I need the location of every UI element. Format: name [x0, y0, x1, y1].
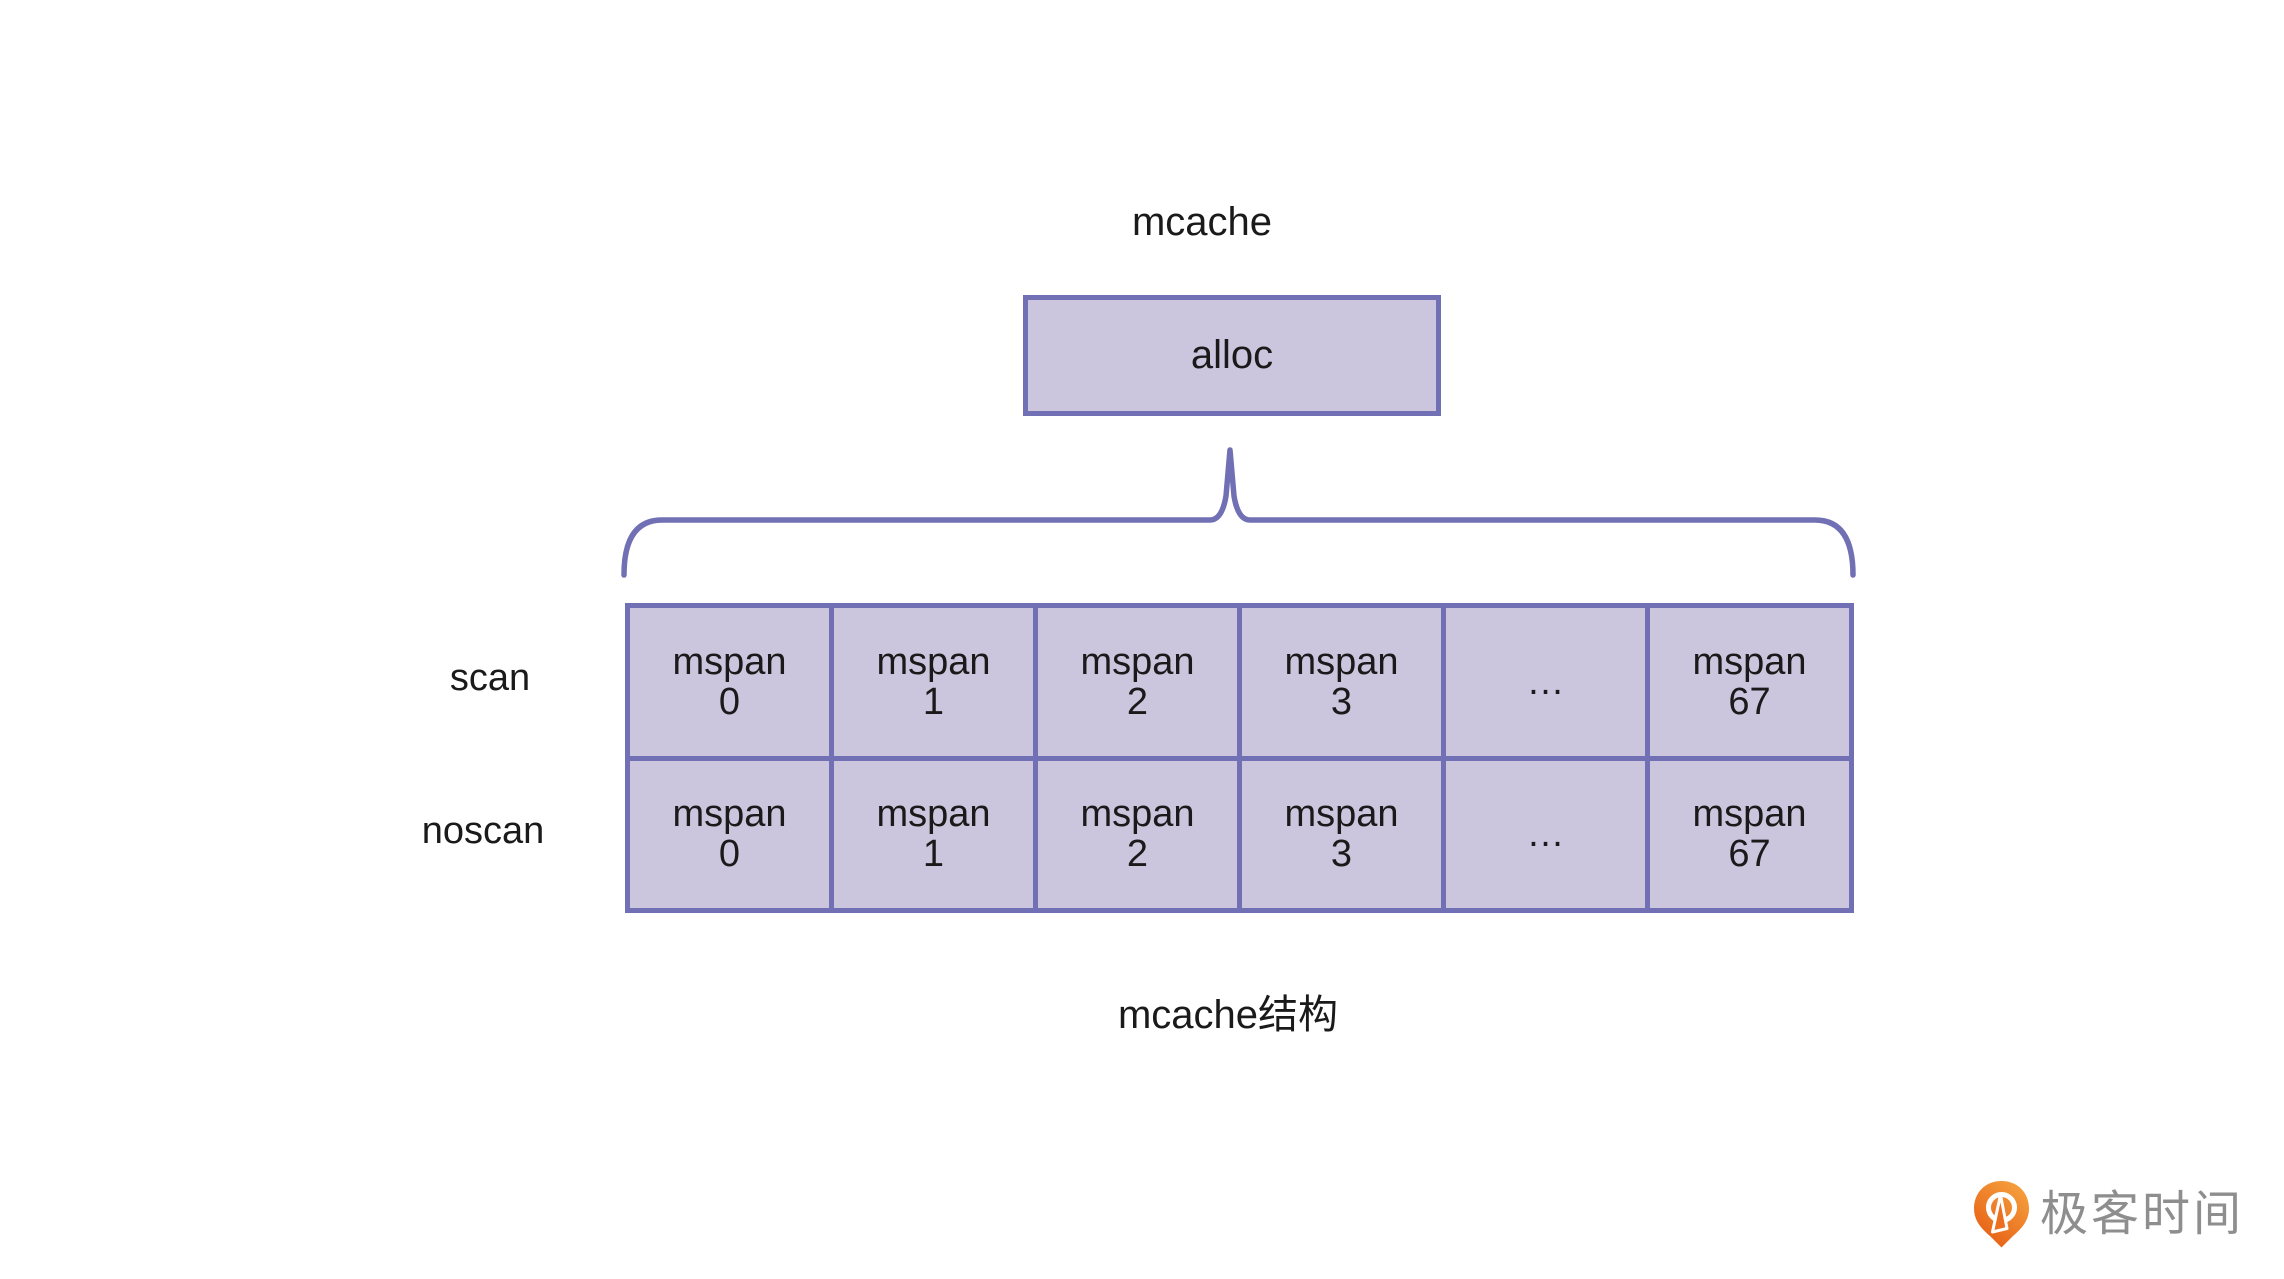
table-cell-scan-mspan0: mspan 0: [630, 608, 829, 756]
cell-line2: 3: [1330, 833, 1353, 876]
cell-line1: mspan: [876, 640, 991, 683]
cell-line1: mspan: [1284, 793, 1399, 836]
table-cell-noscan-mspan67: mspan 67: [1650, 760, 1849, 908]
diagram-title: mcache: [1131, 200, 1273, 244]
row-label-noscan: noscan: [421, 810, 545, 852]
cell-line2: 2: [1126, 833, 1149, 876]
cell-line1: mspan: [1284, 640, 1399, 683]
cell-line2: 67: [1728, 833, 1771, 876]
table-cell-scan-ellipsis: …: [1446, 608, 1645, 756]
cell-line1: mspan: [1692, 640, 1807, 683]
geektime-logo-text: 极客时间: [2040, 1188, 2245, 1241]
cell-line1: mspan: [1080, 793, 1195, 836]
cell-line2: 1: [922, 680, 945, 723]
table-cell-noscan-mspan1: mspan 1: [834, 760, 1033, 908]
cell-line1: mspan: [672, 793, 787, 836]
cell-line2: 1: [922, 833, 945, 876]
table-cell-noscan-ellipsis: …: [1446, 760, 1645, 908]
table-cell-noscan-mspan0: mspan 0: [630, 760, 829, 908]
cell-line2: 2: [1126, 680, 1149, 723]
alloc-box: alloc: [1023, 295, 1441, 416]
cell-line1: mspan: [672, 640, 787, 683]
table-cell-scan-mspan3: mspan 3: [1242, 608, 1441, 756]
table-cell-scan-mspan67: mspan 67: [1650, 608, 1849, 756]
cell-line2: 3: [1330, 680, 1353, 723]
cell-line1: …: [1526, 660, 1565, 703]
cell-line2: 0: [718, 833, 741, 876]
row-label-scan: scan: [449, 657, 531, 699]
alloc-box-label: alloc: [1190, 333, 1274, 377]
diagram-caption: mcache结构: [1117, 993, 1339, 1037]
table-cell-scan-mspan2: mspan 2: [1038, 608, 1237, 756]
cell-line1: mspan: [1080, 640, 1195, 683]
cell-line2: 67: [1728, 680, 1771, 723]
cell-line1: mspan: [876, 793, 991, 836]
cell-line1: …: [1526, 813, 1565, 856]
table-cell-noscan-mspan3: mspan 3: [1242, 760, 1441, 908]
cell-line2: 0: [718, 680, 741, 723]
curly-brace: [621, 447, 1856, 578]
geektime-logo: 极客时间: [1973, 1180, 2244, 1250]
geektime-pin-icon: [1974, 1181, 2029, 1248]
table-cell-scan-mspan1: mspan 1: [834, 608, 1033, 756]
cell-line1: mspan: [1692, 793, 1807, 836]
table-cell-noscan-mspan2: mspan 2: [1038, 760, 1237, 908]
mspan-table: mspan 0 mspan 1 mspan 2 mspan 3 … mspan …: [625, 603, 1854, 913]
